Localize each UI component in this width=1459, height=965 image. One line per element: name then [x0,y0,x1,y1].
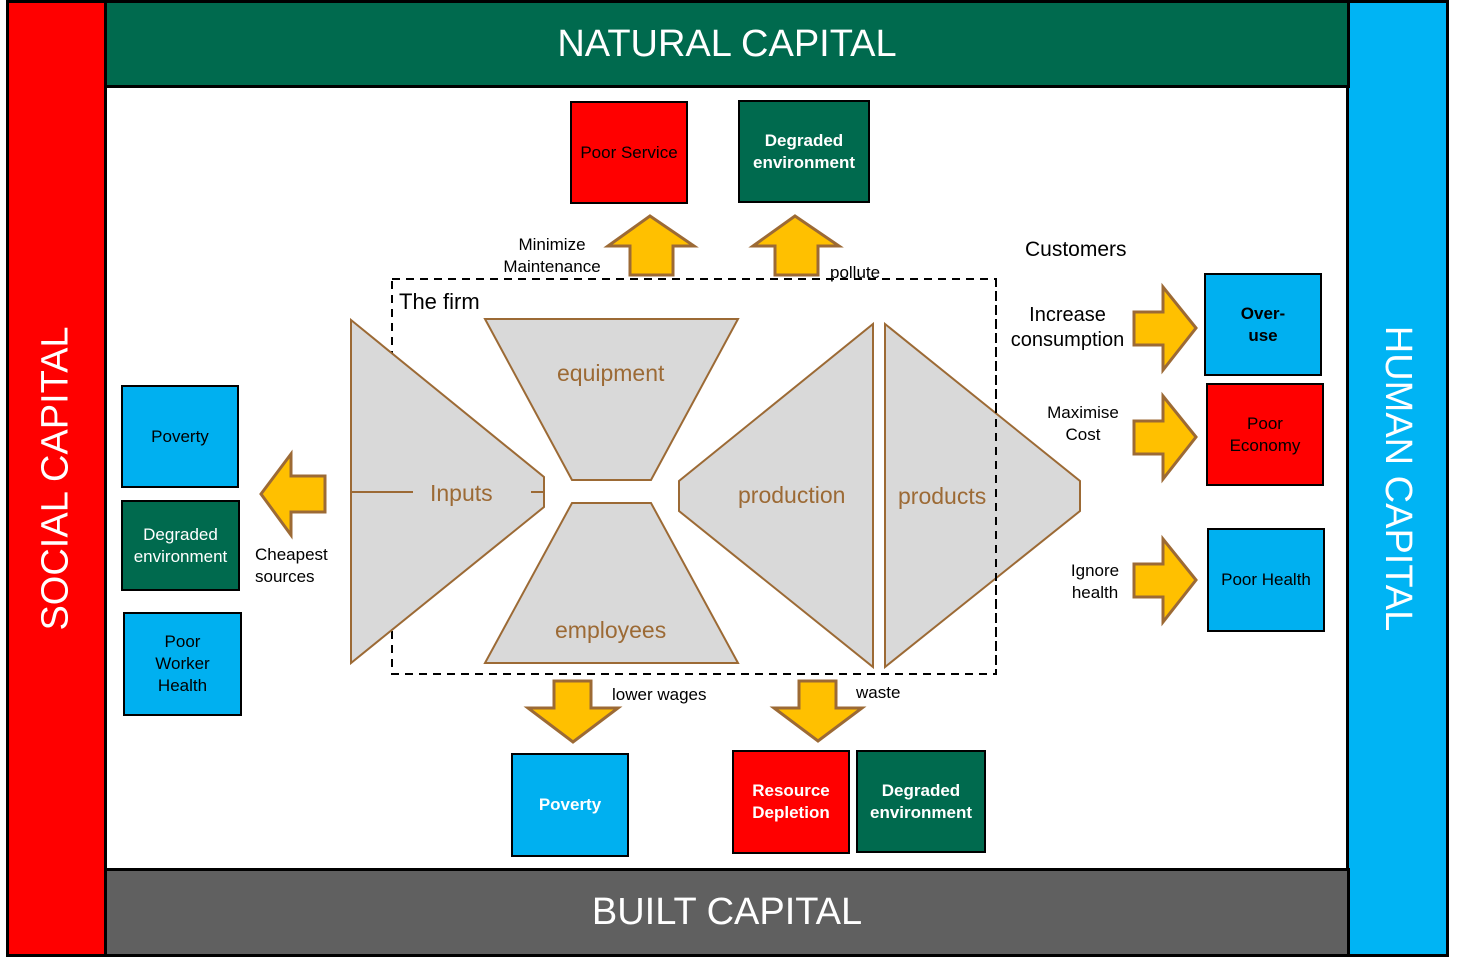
left-degraded-environment-label: Degraded environment [133,524,228,566]
built-capital-band: BUILT CAPITAL [104,868,1350,957]
built-capital-label: BUILT CAPITAL [591,891,863,933]
ignore-line2: health [1071,583,1119,602]
bottom-degraded-environment-box[interactable]: Degraded environment [856,750,986,853]
right-arrow-icon [1132,282,1198,375]
left-degraded-environment-box[interactable]: Degraded environment [121,500,240,591]
poor-worker-health-box[interactable]: Poor Worker Health [123,612,242,716]
poor-health-box[interactable]: Poor Health [1207,528,1325,632]
pollute-label: pollute [830,263,881,282]
maximise-line1: Maximise [1047,403,1119,422]
poor-worker-health-label: Poor Worker Health [155,632,210,695]
firm-title: The firm [399,289,480,314]
equipment-label: equipment [557,360,665,386]
right-arrow-icon [1132,391,1198,484]
waste-label: waste [856,683,901,702]
human-capital-band: HUMAN CAPITAL [1346,0,1449,957]
left-poverty-label: Poverty [151,426,209,446]
social-capital-label: SOCIAL CAPITAL [35,326,77,631]
production-label: production [738,482,846,508]
up-arrow-icon [603,214,699,277]
maximise-line2: Cost [1065,425,1101,444]
ignore-line1: Ignore [1070,561,1120,580]
poor-service-label: Poor Service [580,142,678,162]
minimize-line2: Maintenance [503,257,601,276]
customers-label: Customers [1025,238,1127,261]
down-arrow-icon [769,679,867,743]
right-arrow-icon [1132,534,1198,627]
down-arrow-icon [523,679,623,744]
inputs-label: Inputs [430,480,493,506]
minimize-line1: Minimize [518,235,586,254]
cheapest-sources-label: Cheapest sources [255,544,328,588]
left-arrow-icon [259,449,327,540]
bottom-poverty-label: Poverty [538,795,602,814]
resource-depletion-label: Resource Depletion [752,781,830,822]
minimize-maintenance-label: Minimize Maintenance [497,234,607,278]
inputs-shape[interactable] [350,317,545,666]
poor-economy-box[interactable]: Poor Economy [1206,383,1324,486]
lower-wages-label: lower wages [612,685,707,704]
products-label: products [898,483,987,509]
poor-service-box[interactable]: Poor Service [570,101,688,204]
equipment-shape[interactable] [483,318,740,481]
employees-label: employees [555,617,667,643]
cheapest-line2: sources [255,567,315,586]
poor-economy-label: Poor Economy [1229,413,1301,455]
products-shape[interactable] [884,321,1081,670]
increase-line1: Increase [1029,304,1106,326]
human-capital-label: HUMAN CAPITAL [1377,325,1420,632]
increase-consumption-label: Increase consumption [1005,303,1130,353]
natural-capital-band: NATURAL CAPITAL [104,0,1350,88]
bottom-degraded-environment-label: Degraded environment [869,780,973,822]
top-degraded-environment-label: Degraded environment [752,130,856,172]
overuse-box[interactable]: Over-use [1204,273,1322,376]
left-poverty-box[interactable]: Poverty [121,385,239,488]
natural-capital-label: NATURAL CAPITAL [557,22,897,65]
poor-health-label: Poor Health [1221,570,1311,589]
up-arrow-icon [748,214,844,277]
ignore-health-label: Ignore health [1062,560,1128,604]
top-degraded-environment-box[interactable]: Degraded environment [738,100,870,203]
production-shape[interactable] [678,321,874,670]
bottom-poverty-box[interactable]: Poverty [511,753,629,857]
maximise-cost-label: Maximise Cost [1040,402,1126,446]
cheapest-line1: Cheapest [255,545,328,564]
increase-line2: consumption [1010,329,1125,351]
overuse-label: Over-use [1240,303,1286,345]
social-capital-band: SOCIAL CAPITAL [6,0,107,957]
resource-depletion-box[interactable]: Resource Depletion [732,750,850,854]
employees-shape[interactable] [483,502,740,664]
